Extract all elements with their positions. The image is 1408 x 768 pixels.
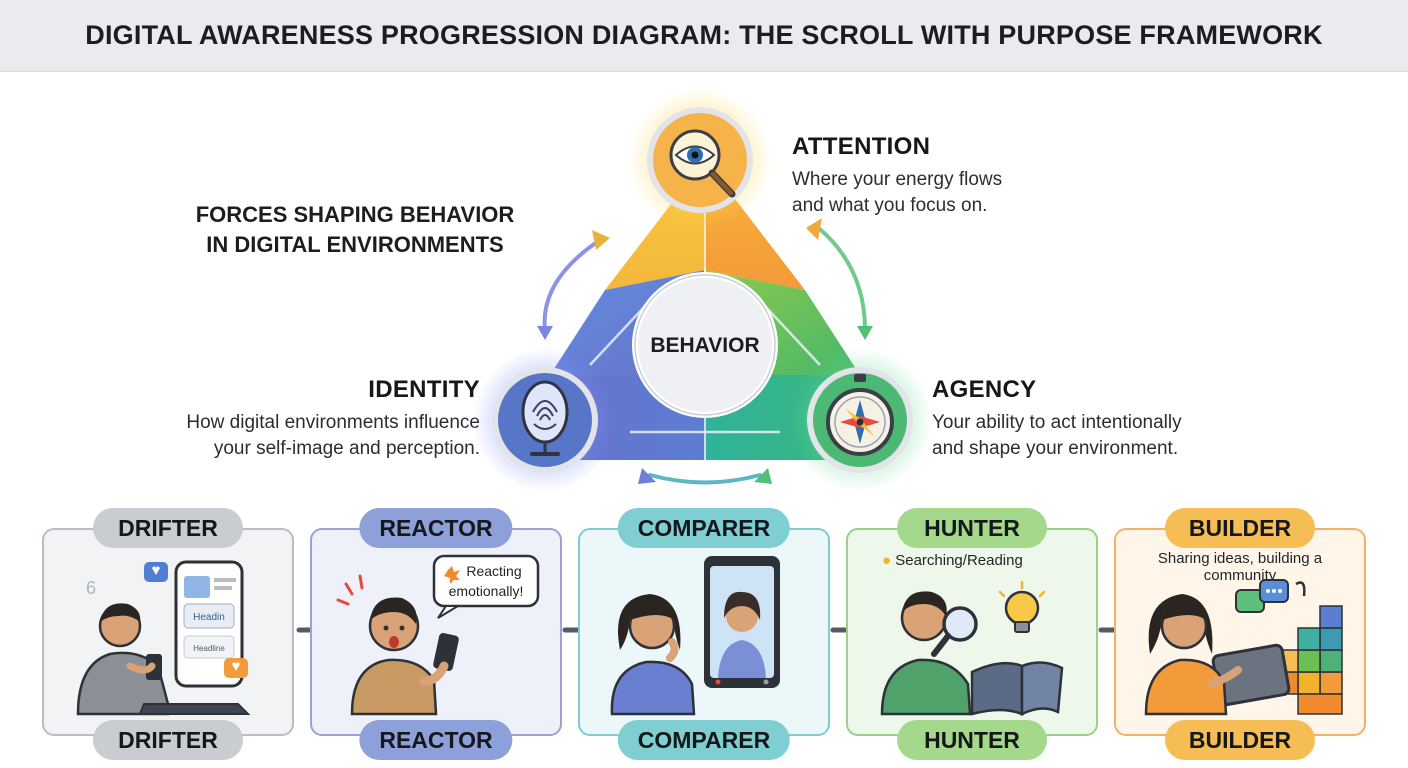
eye-magnifier-icon [669,129,736,198]
speech-bubble-icon [432,554,540,619]
agency-title: AGENCY [932,376,1037,403]
stage-hunter-label-bottom: HUNTER [897,720,1047,760]
comparer-person [610,594,696,716]
identity-title: IDENTITY [368,376,480,403]
attention-description-line-1: Where your energy flows [792,169,1003,190]
stage-hunter: HUNTER ● Searching/Reading HUNTER [846,508,1098,760]
hunter-person [880,591,978,716]
notification-icons: 6 [86,562,248,678]
drifter-illustration: Headin Headline 6 [76,560,251,716]
reactor-bubble-line-1: Reacting [466,563,521,579]
cycle-arrow-left [542,238,602,332]
cycle-arrow-bottom [648,473,762,485]
cycle-arrow-right [813,223,867,332]
identity-description-line-2: your self-image and perception. [213,438,480,459]
behavior-center: BEHAVIOR [632,272,778,418]
builder-person [1144,594,1242,716]
phone-mirror-icon [704,556,780,688]
hunter-caption: ● Searching/Reading [882,552,1023,569]
stage-drifter-label-top: DRIFTER [93,508,243,548]
stage-builder: BUILDER Sharing ideas, building a commun… [1114,508,1366,760]
behavior-triangle-diagram: BEHAVIOR [473,90,932,492]
identity-node [473,348,617,492]
stage-comparer: COMPARER COMPARER [578,508,830,760]
open-book-icon [970,661,1064,717]
stage-drifter: DRIFTER Headin Headline 6 DRIFTE [42,508,294,760]
identity-description-line-1: How digital environments influence [186,412,480,433]
stage-reactor: REACTOR Reacting emotionally! REACTOR [310,508,562,760]
pillar-agency: AGENCY Your ability to act intentionally… [932,376,1252,462]
lightbulb-idea-icon [998,580,1046,633]
forces-title-line-1: FORCES SHAPING BEHAVIOR [195,202,515,227]
arrowhead-right-top [806,218,822,240]
stage-comparer-label-top: COMPARER [617,508,791,548]
reactor-person [350,597,459,716]
stage-builder-label-bottom: BUILDER [1165,720,1315,760]
forces-title: FORCES SHAPING BEHAVIOR IN DIGITAL ENVIR… [150,200,560,260]
reactor-illustration: Reacting emotionally! [336,554,540,716]
cycle-arrowheads [537,218,873,484]
stage-builder-label-top: BUILDER [1165,508,1315,548]
reactor-bubble-line-2: emotionally! [449,583,524,599]
header-bar: DIGITAL AWARENESS PROGRESSION DIAGRAM: T… [0,0,1408,72]
attention-node [628,90,772,232]
behavior-center-ring [634,274,776,416]
arrowhead-bottom-right [754,468,772,484]
page-title: DIGITAL AWARENESS PROGRESSION DIAGRAM: T… [85,20,1323,50]
pillar-identity: IDENTITY How digital environments influe… [90,376,480,462]
agency-description-line-1: Your ability to act intentionally [932,412,1182,433]
agency-description-line-2: and shape your environment. [932,438,1179,459]
chat-bubbles-icon [1235,579,1306,613]
behavior-center-label: BEHAVIOR [650,334,759,357]
stage-reactor-label-top: REACTOR [359,508,513,548]
hunter-illustration [880,580,1064,717]
attention-title: ATTENTION [792,133,931,160]
stage-drifter-label-bottom: DRIFTER [93,720,243,760]
building-blocks-icon [1275,605,1343,715]
alert-marks-icon [336,574,364,606]
fingerprint-mirror-icon [521,380,569,456]
svg-text:6: 6 [86,578,96,598]
stage-comparer-label-bottom: COMPARER [617,720,791,760]
pillar-attention: ATTENTION Where your energy flows and wh… [792,133,1092,219]
drifter-feed-text-2: Headline [193,644,225,653]
stage-reactor-label-bottom: REACTOR [359,720,513,760]
arrowhead-bottom-left [638,468,656,484]
drifter-feed-text-1: Headin [193,612,225,623]
comparer-illustration [610,556,780,716]
compass-icon [826,374,894,456]
drifter-person [76,603,251,716]
agency-node [788,348,932,492]
forces-title-line-2: IN DIGITAL ENVIRONMENTS [206,232,504,257]
arrowhead-left-bottom [537,326,553,340]
builder-caption: Sharing ideas, building a community [1157,550,1323,584]
arrowhead-left-top [592,230,610,250]
stage-hunter-label-top: HUNTER [897,508,1047,548]
hunter-caption-text: Searching/Reading [895,552,1023,569]
attention-description-line-2: and what you focus on. [792,195,988,216]
outer-cycle-arrows [542,223,867,485]
arrowhead-right-bottom [857,326,873,340]
lightbulb-icon: ● [882,552,892,569]
phone-feed-icon: Headin Headline [174,560,244,688]
builder-illustration [1144,579,1343,716]
